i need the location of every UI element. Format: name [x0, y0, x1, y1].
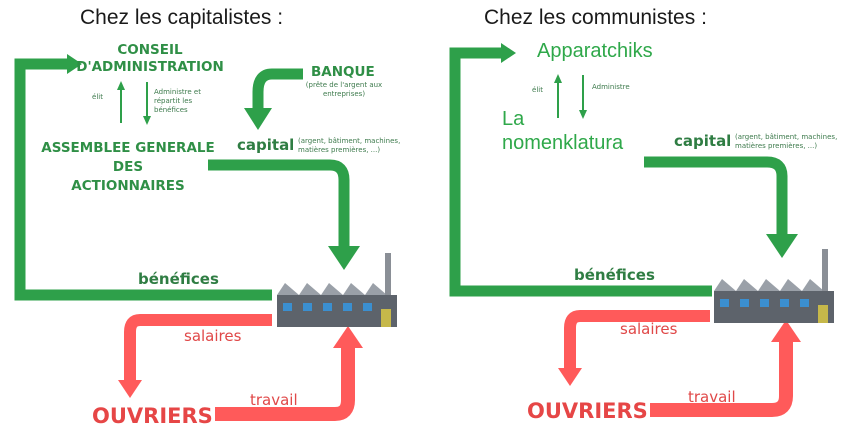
right-elects-label: élit: [532, 86, 543, 94]
right-capital-arrowhead: [766, 234, 798, 258]
right-capital-note-line2: matières premières, ...): [735, 142, 817, 150]
left-administers-line2: répartit les: [154, 97, 193, 105]
right-administers-label: Administre: [592, 83, 630, 91]
left-capital-note-line2: matières premières, ...): [298, 146, 380, 154]
right-profits-label: bénéfices: [574, 266, 655, 284]
right-factory: [714, 249, 834, 323]
right-nomenklatura-line2: nomenklatura: [502, 132, 624, 154]
left-assembly-line3: ACTIONNAIRES: [71, 178, 184, 194]
left-assembly-line1: ASSEMBLEE GENERALE: [41, 140, 214, 156]
left-administers-line3: bénéfices: [154, 106, 188, 114]
left-profits-label: bénéfices: [138, 270, 219, 288]
right-capital-arrow: [644, 156, 788, 238]
left-board-line2: D'ADMINISTRATION: [76, 59, 224, 75]
left-labor-label: travail: [250, 391, 298, 409]
left-wages-arrow: [124, 314, 272, 384]
left-bank-arrowhead: [244, 108, 272, 130]
left-profits-arrowhead: [67, 54, 82, 74]
right-workers: OUVRIERS: [527, 399, 648, 423]
right-nomenklatura-line1: La: [502, 108, 525, 130]
left-title: Chez les capitalistes :: [80, 6, 283, 29]
left-capital-arrow: [208, 159, 350, 250]
right-wages-arrowhead: [558, 368, 582, 386]
left-bank-note-line2: entreprises): [323, 90, 365, 98]
left-wages-arrowhead: [118, 380, 142, 398]
left-factory: [277, 253, 397, 327]
left-administers-line1: Administre et: [154, 88, 201, 96]
left-bank-note-line1: (prête de l'argent aux: [306, 81, 382, 89]
right-wages-label: salaires: [620, 320, 678, 338]
right-profits-arrowhead: [501, 43, 516, 63]
right-title: Chez les communistes :: [484, 6, 707, 29]
left-bank-arrow: [252, 68, 303, 112]
left-capital-arrowhead: [328, 246, 360, 270]
left-bank: BANQUE: [311, 64, 375, 80]
right-labor-arrow: [650, 338, 793, 417]
left-wages-label: salaires: [184, 327, 242, 345]
left-labor-arrow: [215, 344, 355, 421]
right-labor-arrowhead: [771, 320, 801, 342]
left-board-line1: CONSEIL: [117, 42, 183, 58]
left-workers: OUVRIERS: [92, 404, 213, 428]
right-labor-label: travail: [688, 388, 736, 406]
left-assembly-line2: DES: [113, 159, 143, 175]
left-capital-note-line1: (argent, bâtiment, machines,: [298, 137, 400, 145]
right-apparatchiks: Apparatchiks: [537, 40, 653, 62]
left-elects-label: élit: [92, 93, 103, 101]
right-capital-note-line1: (argent, bâtiment, machines,: [735, 133, 837, 141]
right-capital-label: capital: [674, 132, 731, 150]
left-labor-arrowhead: [333, 326, 363, 348]
right-wages-arrow: [564, 310, 710, 372]
right-profits-loop: [449, 47, 712, 297]
left-profits-loop: [14, 58, 272, 301]
left-capital-label: capital: [237, 136, 294, 154]
